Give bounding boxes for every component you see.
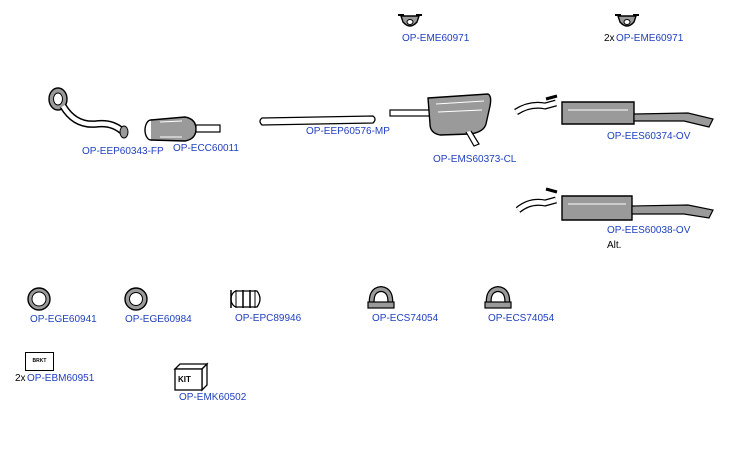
fitting-kit-box-text: KIT bbox=[178, 375, 191, 384]
quantity-bracket: 2x bbox=[15, 373, 26, 384]
part-code-gasket-2[interactable]: OP-EGE60984 bbox=[125, 314, 192, 325]
part-code-mid-pipe[interactable]: OP-EEP60576-MP bbox=[306, 126, 390, 137]
part-code-front-pipe[interactable]: OP-EEP60343-FP bbox=[82, 146, 164, 157]
part-code-mount-2[interactable]: OP-EME60971 bbox=[616, 33, 684, 44]
quantity-mount-2: 2x bbox=[604, 33, 615, 44]
part-code-centre-silencer[interactable]: OP-EMS60373-CL bbox=[433, 154, 517, 165]
bracket-box-text: BRKT bbox=[32, 358, 47, 364]
part-code-gasket-1[interactable]: OP-EGE60941 bbox=[30, 314, 97, 325]
part-code-pipe-connector[interactable]: OP-EPC89946 bbox=[235, 313, 302, 324]
bracket-icon[interactable]: BRKT bbox=[25, 352, 54, 371]
part-code-rear-silencer-1[interactable]: OP-EES60374-OV bbox=[607, 131, 691, 142]
part-code-mount-1[interactable]: OP-EME60971 bbox=[402, 33, 470, 44]
part-code-clamp-2[interactable]: OP-ECS74054 bbox=[488, 313, 555, 324]
part-code-rear-silencer-2[interactable]: OP-EES60038-OV bbox=[607, 225, 691, 236]
alternative-note: Alt. bbox=[607, 240, 622, 251]
part-code-catalyst[interactable]: OP-ECC60011 bbox=[173, 143, 239, 154]
part-code-fitting-kit[interactable]: OP-EMK60502 bbox=[179, 392, 247, 403]
part-code-bracket[interactable]: OP-EBM60951 bbox=[27, 373, 95, 384]
part-code-clamp-1[interactable]: OP-ECS74054 bbox=[372, 313, 439, 324]
